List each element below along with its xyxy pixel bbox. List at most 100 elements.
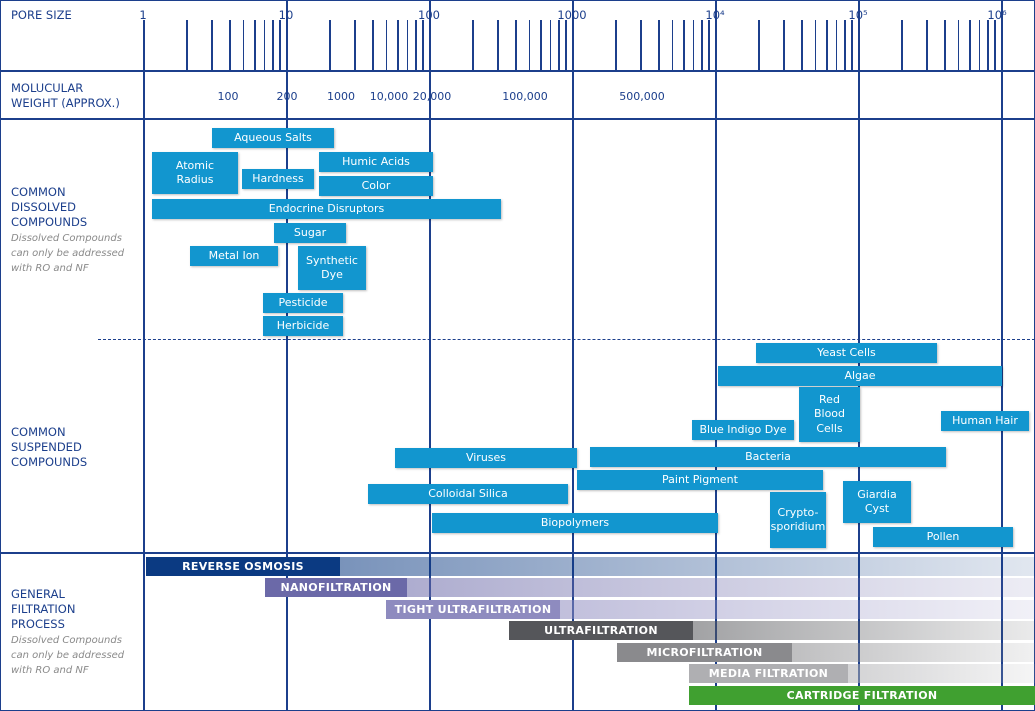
minor-tick: [397, 20, 399, 70]
process-range-fade: [340, 557, 1035, 576]
minor-tick: [354, 20, 356, 70]
minor-tick: [987, 20, 989, 70]
compound-box-sugar: Sugar: [274, 223, 346, 243]
process-bar-reverse-osmosis: REVERSE OSMOSIS: [146, 557, 340, 576]
label-line: SUSPENDED: [11, 440, 82, 454]
minor-tick: [758, 20, 760, 70]
molecular-weight-tick-label: 100,000: [502, 90, 548, 103]
divider: [0, 118, 1035, 120]
compound-label: Sugar: [293, 225, 327, 239]
minor-tick: [263, 20, 266, 70]
note-line: can only be addressed: [11, 650, 125, 661]
compound-box-hardness: Hardness: [242, 169, 314, 189]
compound-box-blue-indigo-dye: Blue Indigo Dye: [692, 420, 794, 440]
compound-label: Hardness: [252, 171, 304, 185]
compound-box-color: Color: [319, 176, 433, 196]
note-line: Dissolved Compounds: [11, 635, 122, 646]
minor-tick: [565, 20, 567, 70]
dashed-divider: [98, 339, 1035, 340]
minor-tick: [615, 20, 617, 70]
compound-label: Herbicide: [276, 318, 330, 332]
minor-tick: [211, 20, 213, 70]
compound-label: Bacteria: [745, 449, 791, 463]
pore-size-label: PORE SIZE: [11, 8, 72, 22]
molecular-weight-tick-label: 10,000: [369, 90, 409, 103]
minor-tick: [844, 20, 846, 70]
minor-tick: [497, 20, 499, 70]
pore-size-tick-label: 100: [418, 8, 440, 22]
minor-tick: [826, 20, 828, 70]
minor-tick: [254, 20, 256, 70]
molecular-weight-label: MOLUCULAR WEIGHT (APPROX.): [11, 81, 120, 111]
minor-tick: [528, 20, 531, 70]
compound-label: Pesticide: [278, 295, 328, 309]
compound-box-pesticide: Pesticide: [263, 293, 343, 313]
compound-box-algae: Algae: [718, 366, 1002, 386]
minor-tick: [558, 20, 560, 70]
label-line: WEIGHT (APPROX.): [11, 96, 120, 110]
decade-gridline: [429, 0, 431, 711]
decade-gridline: [1001, 0, 1003, 711]
compound-label: Color: [361, 178, 391, 192]
minor-tick: [515, 20, 517, 70]
minor-tick: [540, 20, 542, 70]
dissolved-note: Dissolved Compounds can only be addresse…: [11, 231, 124, 276]
compound-label: Humic Acids: [342, 154, 410, 168]
pore-size-tick-label: 1000: [557, 8, 587, 22]
filtration-process-label: GENERAL FILTRATION PROCESS: [11, 587, 75, 632]
compound-box-paint-pigment: Paint Pigment: [577, 470, 823, 490]
label-line: DISSOLVED: [11, 200, 77, 214]
process-bar-nanofiltration: NANOFILTRATION: [265, 578, 407, 597]
compound-label: Endocrine Disruptors: [268, 201, 385, 215]
minor-tick: [279, 20, 281, 70]
minor-tick: [242, 20, 245, 70]
filtration-process-row: NANOFILTRATION: [0, 578, 1035, 597]
minor-tick: [186, 20, 188, 70]
process-range-fade: [848, 664, 1035, 683]
process-bar-microfiltration: MICROFILTRATION: [617, 643, 792, 662]
label-line: MOLUCULAR: [11, 81, 84, 95]
minor-tick: [957, 20, 960, 70]
minor-tick: [683, 20, 685, 70]
minor-tick: [406, 20, 409, 70]
minor-tick: [708, 20, 710, 70]
divider: [0, 70, 1035, 72]
compound-label: Human Hair: [952, 413, 1018, 427]
minor-tick: [994, 20, 996, 70]
note-line: Dissolved Compounds: [11, 233, 122, 244]
compound-label: Aqueous Salts: [234, 130, 312, 144]
minor-tick: [385, 20, 388, 70]
process-range-fade: [792, 643, 1035, 662]
compound-label: Biopolymers: [540, 515, 610, 529]
label-line: GENERAL: [11, 587, 65, 601]
label-line: COMPOUNDS: [11, 455, 88, 469]
minor-tick: [229, 20, 231, 70]
minor-tick: [549, 20, 552, 70]
compound-box-viruses: Viruses: [395, 448, 577, 468]
filtration-process-row: REVERSE OSMOSIS: [0, 557, 1035, 576]
compound-box-bacteria: Bacteria: [590, 447, 946, 467]
filtration-process-row: TIGHT ULTRAFILTRATION: [0, 600, 1035, 619]
compound-box-yeast-cells: Yeast Cells: [756, 343, 937, 363]
filtration-process-row: ULTRAFILTRATION: [0, 621, 1035, 640]
minor-tick: [272, 20, 274, 70]
filtration-process-row: MEDIA FILTRATION: [0, 664, 1035, 683]
dissolved-compounds-label: COMMON DISSOLVED COMPOUNDS: [11, 185, 87, 230]
minor-tick: [783, 20, 785, 70]
compound-label: Colloidal Silica: [428, 486, 508, 500]
molecular-weight-tick-label: 1000: [327, 90, 355, 103]
minor-tick: [640, 20, 642, 70]
molecular-weight-tick-label: 20,000: [412, 90, 452, 103]
minor-tick: [926, 20, 928, 70]
compound-label: Yeast Cells: [817, 345, 876, 359]
decade-gridline: [715, 0, 717, 711]
compound-box-pollen: Pollen: [873, 527, 1013, 547]
compound-label: Metal Ion: [208, 248, 260, 262]
compound-box-aqueous-salts: Aqueous Salts: [212, 128, 334, 148]
